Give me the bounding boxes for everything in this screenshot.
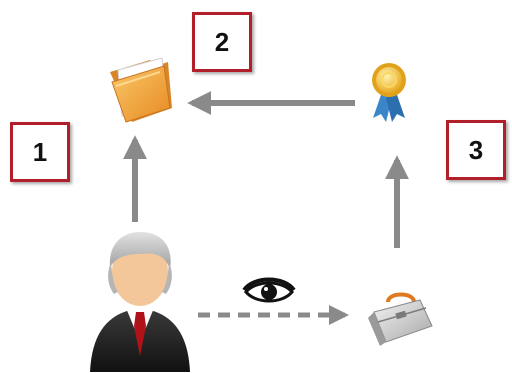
award-ribbon-icon	[372, 63, 406, 122]
step-3-label: 3	[468, 134, 484, 165]
eye-icon	[242, 277, 296, 303]
step-3-box: 3	[446, 120, 506, 180]
step-1-box: 1	[10, 122, 70, 182]
step-2-label: 2	[214, 26, 230, 57]
folder-icon	[110, 57, 172, 123]
user-icon	[90, 232, 190, 372]
toolbox-icon	[368, 292, 433, 346]
step-1-label: 1	[32, 136, 48, 167]
step-2-box: 2	[192, 12, 252, 72]
